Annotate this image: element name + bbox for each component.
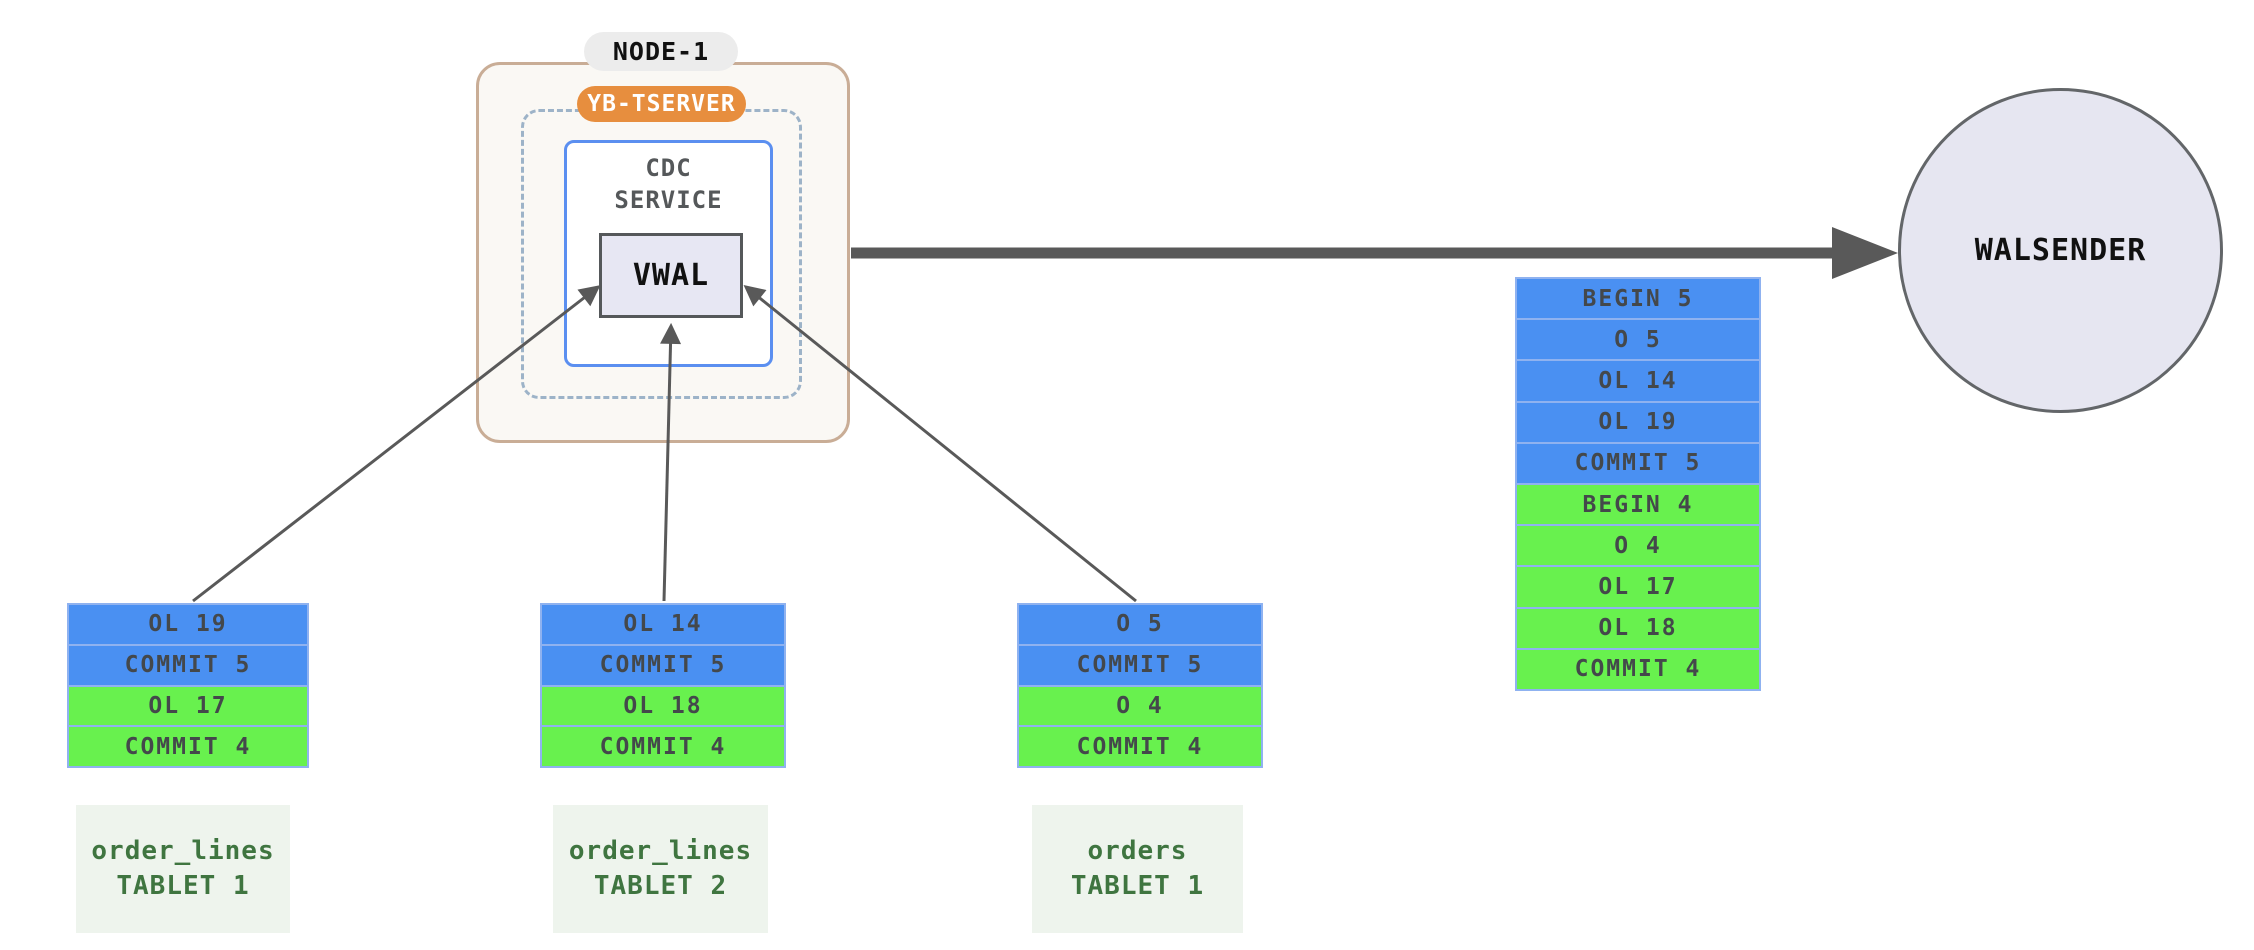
table-name: order_lines	[91, 835, 275, 866]
log-record: OL 14	[540, 603, 786, 646]
tablet-id: TABLET 1	[1070, 871, 1205, 901]
log-record: OL 19	[67, 603, 309, 646]
log-record: COMMIT 4	[1017, 725, 1263, 768]
arrow-vwal-to-walsender-head	[1832, 227, 1898, 279]
tablet-id: TABLET 1	[116, 871, 250, 901]
log-record: OL 18	[1515, 606, 1761, 650]
log-record: OL 17	[67, 684, 309, 728]
walsender-circle: WALSENDER	[1898, 88, 2223, 413]
log-record: COMMIT 4	[1515, 647, 1761, 692]
log-record: OL 19	[1515, 400, 1761, 444]
log-record: OL 14	[1515, 359, 1761, 403]
vwal-box: VWAL	[599, 233, 743, 318]
log-record: COMMIT 5	[540, 643, 786, 687]
tablet-label-order-lines-2: order_lines TABLET 2	[553, 805, 768, 933]
log-record: O 5	[1017, 603, 1263, 646]
log-record: OL 17	[1515, 565, 1761, 609]
table-name: orders	[1087, 835, 1188, 866]
log-record: COMMIT 4	[540, 725, 786, 768]
tablet-label-order-lines-1: order_lines TABLET 1	[76, 805, 290, 933]
log-record: BEGIN 5	[1515, 277, 1761, 321]
table-name: order_lines	[568, 835, 753, 866]
log-record: O 4	[1515, 524, 1761, 568]
yb-tserver-pill: YB-TSERVER	[577, 86, 746, 122]
log-record: BEGIN 4	[1515, 483, 1761, 527]
vwal-label: VWAL	[632, 258, 710, 293]
tablet-id: TABLET 2	[593, 871, 728, 901]
walsender-label: WALSENDER	[1974, 233, 2147, 268]
log-record: O 4	[1017, 684, 1263, 728]
log-record: OL 18	[540, 684, 786, 728]
node-label: NODE-1	[612, 37, 710, 66]
tablet-label-orders-1: orders TABLET 1	[1032, 805, 1243, 933]
log-record: COMMIT 5	[1515, 441, 1761, 486]
node-label-pill: NODE-1	[584, 32, 738, 71]
log-record: COMMIT 5	[1017, 643, 1263, 687]
log-record: O 5	[1515, 318, 1761, 362]
cdc-service-label: CDC SERVICE	[614, 154, 723, 215]
yb-tserver-label: YB-TSERVER	[587, 91, 736, 117]
log-record: COMMIT 4	[67, 725, 309, 768]
log-record: COMMIT 5	[67, 643, 309, 687]
